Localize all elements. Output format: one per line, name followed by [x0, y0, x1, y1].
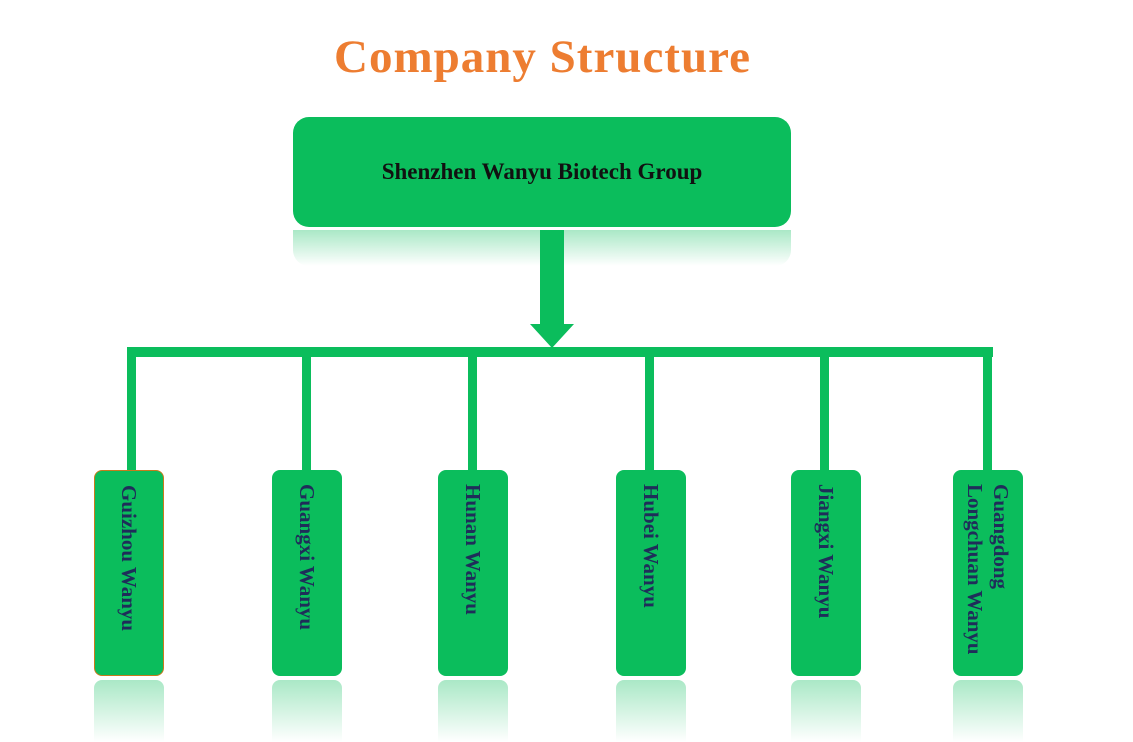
- subsidiary-label: Jiangxi Wanyu: [814, 484, 838, 619]
- subsidiary-label: Guizhou Wanyu: [117, 485, 141, 632]
- connector-jiangxi: [820, 355, 829, 472]
- subsidiary-label: Guangdong Longchuan Wanyu: [963, 484, 1013, 655]
- connector-hubei: [645, 355, 654, 472]
- subsidiary-label: Hubei Wanyu: [639, 484, 663, 608]
- subsidiary-reflection: [94, 680, 164, 742]
- connector-guizhou: [127, 355, 136, 472]
- down-arrow-icon: [530, 324, 574, 348]
- subsidiary-reflection: [616, 680, 686, 742]
- subsidiary-label: Hunan Wanyu: [461, 484, 485, 615]
- connector-guangxi: [302, 355, 311, 472]
- root-node: Shenzhen Wanyu Biotech Group: [293, 117, 791, 227]
- root-node-label: Shenzhen Wanyu Biotech Group: [381, 159, 703, 184]
- horizontal-connector: [127, 347, 993, 357]
- subsidiary-node: Guizhou Wanyu: [94, 470, 164, 676]
- connector-hunan: [468, 355, 477, 472]
- subsidiary-node: Guangdong Longchuan Wanyu: [953, 470, 1023, 676]
- subsidiary-label: Guangxi Wanyu: [295, 484, 319, 631]
- subsidiary-reflection: [438, 680, 508, 742]
- down-arrow-shaft: [540, 230, 564, 326]
- subsidiary-reflection: [953, 680, 1023, 742]
- subsidiary-node: Jiangxi Wanyu: [791, 470, 861, 676]
- subsidiary-reflection: [791, 680, 861, 742]
- subsidiary-reflection: [272, 680, 342, 742]
- subsidiary-node: Hunan Wanyu: [438, 470, 508, 676]
- subsidiary-node: Guangxi Wanyu: [272, 470, 342, 676]
- subsidiary-node: Hubei Wanyu: [616, 470, 686, 676]
- connector-guangdong: [983, 355, 992, 472]
- diagram-title: Company Structure: [334, 31, 751, 83]
